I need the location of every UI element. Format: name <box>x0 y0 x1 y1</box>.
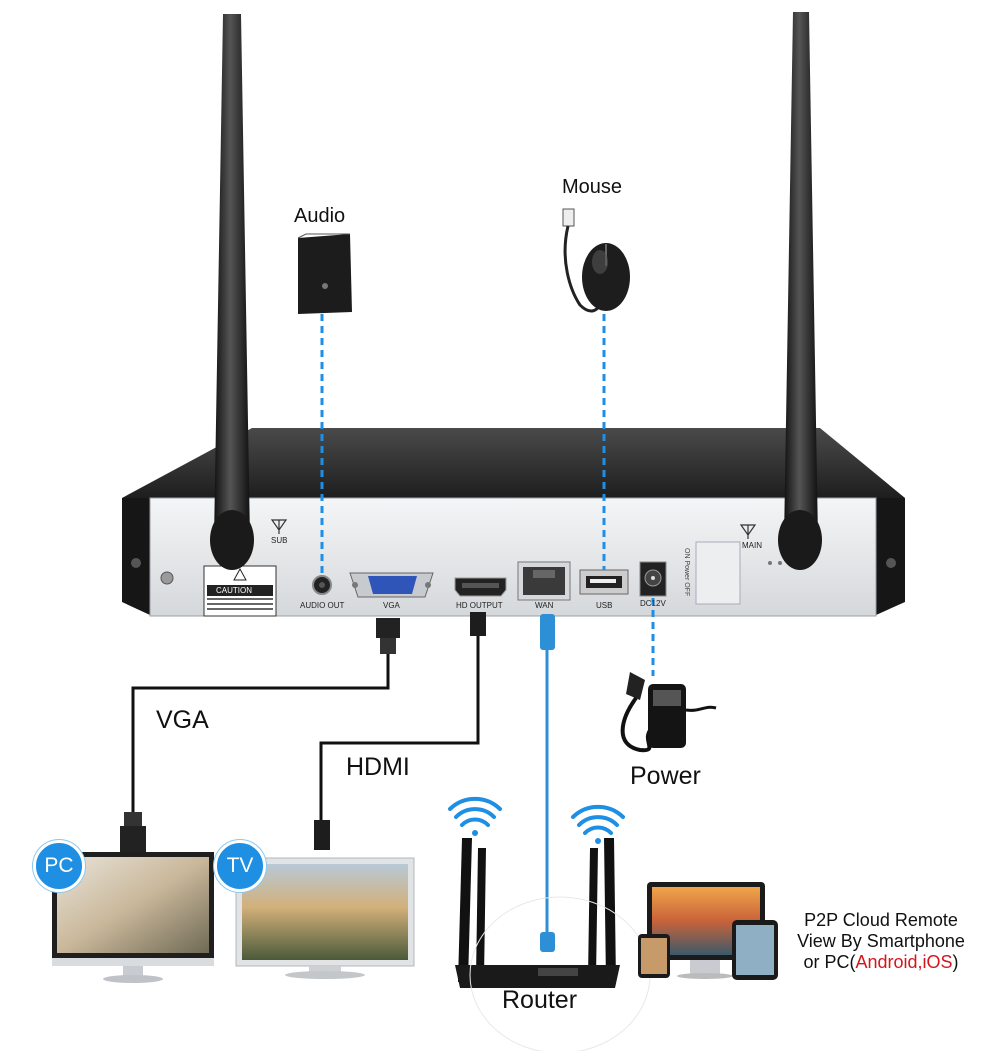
usb-port <box>579 569 629 595</box>
hdmi-cable-label: HDMI <box>346 753 410 781</box>
dc12v-port <box>639 561 667 597</box>
vga-cable <box>120 618 400 852</box>
speaker-icon <box>297 233 352 314</box>
remote-devices <box>638 882 778 980</box>
router-icon <box>455 838 620 988</box>
hd-output-label: HD OUTPUT <box>456 601 503 610</box>
antenna-left <box>210 14 254 570</box>
ethernet-cable <box>540 614 555 952</box>
vga-cable-label: VGA <box>156 706 209 734</box>
wifi-icon-left <box>448 796 502 836</box>
p2p-caption: P2P Cloud Remote View By Smartphone or P… <box>776 910 986 973</box>
audio-label: Audio <box>294 205 346 227</box>
caution-label <box>203 565 277 617</box>
vga-port-label: VGA <box>383 601 400 610</box>
p2p-line-1: P2P Cloud Remote <box>804 910 958 930</box>
router-label: Router <box>502 986 578 1014</box>
tv-monitor <box>235 857 415 979</box>
power-switch-label: ON Power OFF <box>683 548 690 597</box>
wan-port-label: WAN <box>535 601 554 610</box>
main-port-label: MAIN <box>742 541 762 550</box>
caution-text: CAUTION <box>216 586 252 595</box>
p2p-line-3-suffix: ) <box>952 952 959 972</box>
audio-out-label: AUDIO OUT <box>300 601 345 610</box>
tv-badge: TV <box>214 840 266 892</box>
hdmi-port <box>454 577 507 597</box>
p2p-line-2: View By Smartphone <box>797 931 965 951</box>
vga-port <box>349 572 434 598</box>
pc-badge: PC <box>33 840 85 892</box>
pc-monitor <box>52 852 214 983</box>
p2p-line-3: or PC(Android,iOS) <box>776 952 986 973</box>
sub-port-label: SUB <box>271 536 288 545</box>
p2p-platforms: Android,iOS <box>855 952 953 972</box>
wan-port <box>517 561 571 601</box>
antenna-right <box>778 12 822 570</box>
dc12v-label: DC12V <box>640 599 666 608</box>
wifi-icon-right <box>571 804 625 844</box>
mouse-label: Mouse <box>562 176 623 198</box>
usb-port-label: USB <box>596 601 613 610</box>
p2p-line-3-prefix: or PC( <box>803 952 856 972</box>
power-label: Power <box>630 762 701 790</box>
nvr-recorder <box>122 428 905 617</box>
hdmi-cable <box>314 612 486 850</box>
power-adapter-icon <box>620 672 717 753</box>
mouse-icon <box>562 208 630 313</box>
